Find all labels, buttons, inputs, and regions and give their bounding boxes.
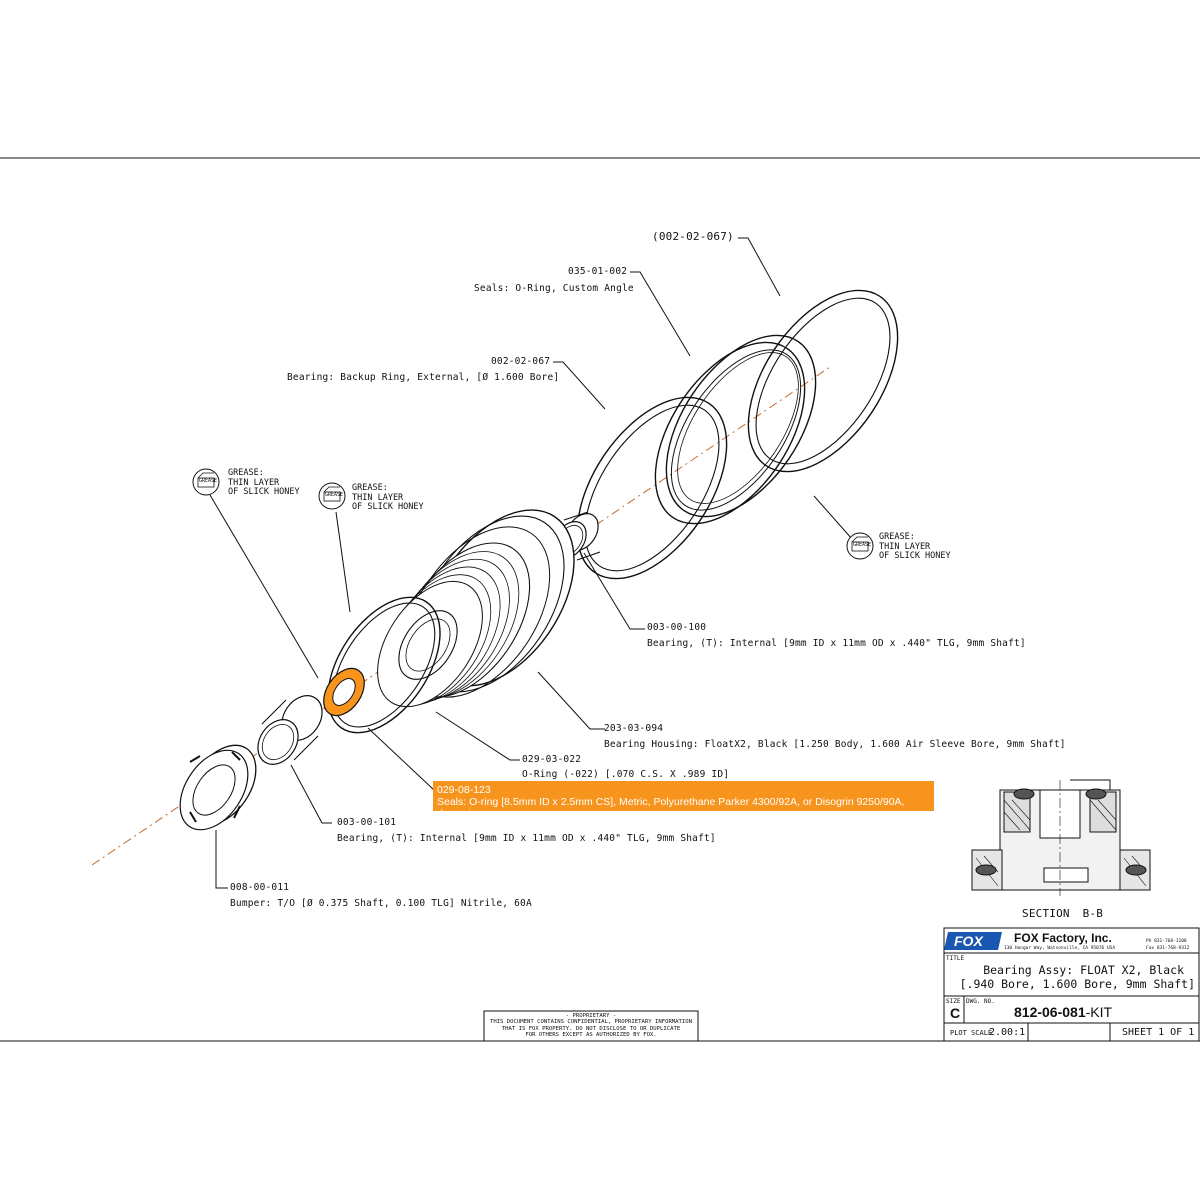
proprietary-line2: THAT IS FOX PROPERTY. DO NOT DISCLOSE TO…	[501, 1025, 681, 1032]
grease-line2: THIN LAYER	[352, 492, 404, 503]
proprietary-title: - PROPRIETARY -	[565, 1013, 617, 1019]
company-address: 130 Hangar Way, Watsonville, CA 95076 US…	[1004, 946, 1116, 951]
section-label: SECTION B-B	[1022, 907, 1104, 920]
drawing-title-line2: [.940 Bore, 1.600 Bore, 9mm Shaft]	[959, 977, 1195, 991]
grease-note-left: GREASE: THIN LAYER OF SLICK HONEY	[228, 468, 300, 498]
label-002-02-067-top: (002-02-067)	[652, 230, 734, 243]
label-035-01-002-num: 035-01-002	[568, 266, 628, 277]
grease-note-right: GREASE: THIN LAYER OF SLICK HONEY	[879, 532, 951, 562]
bearing-bushing-lower	[257, 695, 323, 765]
company-phone: Ph 831-768-1100	[1146, 939, 1187, 944]
dwg-number: 812-06-081-KIT	[1014, 1004, 1112, 1020]
plot-scale-label: PLOT SCALE	[950, 1029, 993, 1037]
oring-022	[327, 596, 441, 734]
label-008-00-011-desc: Bumper: T/O [Ø 0.375 Shaft, 0.100 TLG] N…	[230, 898, 532, 909]
grease-icon-label-mid: GREASE	[325, 492, 344, 498]
plot-scale-value: 2.00:1	[989, 1027, 1026, 1038]
label-035-01-002-desc: Seals: O-Ring, Custom Angle	[474, 283, 634, 294]
grease-icon-label-right: GREASE	[853, 542, 872, 548]
bearing-housing	[377, 509, 575, 708]
company-name: FOX Factory, Inc.	[1014, 931, 1112, 945]
title-label: TITLE	[946, 955, 965, 962]
highlight-callout: 029-08-123 Seals: O-ring [8.5mm ID x 2.5…	[433, 781, 934, 820]
grease-line2: THIN LAYER	[228, 477, 280, 488]
label-203-03-094-num: 203-03-094	[604, 723, 664, 734]
label-003-00-100-num: 003-00-100	[647, 622, 707, 633]
size-value: C	[950, 1005, 961, 1021]
highlighted-oring-123	[323, 667, 365, 717]
proprietary-line1: THIS DOCUMENT CONTAINS CONFIDENTIAL, PRO…	[489, 1019, 693, 1026]
label-003-00-100-desc: Bearing, (T): Internal [9mm ID x 11mm OD…	[647, 638, 1026, 649]
grease-line2: THIN LAYER	[879, 541, 931, 552]
bumper-nut	[179, 744, 257, 831]
custom-angle-oring	[654, 334, 817, 525]
proprietary-line3: FOR OTHERS EXCEPT AS AUTHORIZED BY FOX.	[525, 1031, 657, 1038]
title-block-frame	[943, 927, 1200, 1042]
label-002-02-067-num: 002-02-067	[491, 356, 551, 367]
size-label: SIZE	[946, 998, 961, 1005]
grease-icon-label-left: GREASE	[199, 478, 218, 484]
label-008-00-011-num: 008-00-011	[230, 882, 290, 893]
backup-ring-left	[576, 396, 728, 580]
grease-line1: GREASE:	[879, 532, 915, 542]
label-002-02-067-desc: Bearing: Backup Ring, External, [Ø 1.600…	[287, 372, 560, 383]
company-fax: Fax 831-768-9312	[1146, 946, 1190, 951]
proprietary-notice: - PROPRIETARY - THIS DOCUMENT CONTAINS C…	[486, 1013, 696, 1038]
grease-line3: OF SLICK HONEY	[879, 551, 951, 561]
sheet-number: SHEET 1 OF 1	[1122, 1027, 1195, 1038]
dwg-number-suffix: -KIT	[1085, 1004, 1113, 1020]
fox-logo-text: FOX	[954, 933, 983, 949]
label-029-03-022-desc: O-Ring (-022) [.070 C.S. X .989 ID]	[522, 769, 730, 780]
grease-line1: GREASE:	[228, 468, 264, 478]
label-003-00-101-desc: Bearing, (T): Internal [9mm ID x 11mm OD…	[337, 833, 716, 844]
dwg-number-main: 812-06-081	[1014, 1004, 1086, 1020]
grease-line1: GREASE:	[352, 483, 388, 493]
section-bb-view	[971, 779, 1151, 896]
dwg-label: DWG. NO.	[966, 998, 995, 1005]
grease-line3: OF SLICK HONEY	[352, 502, 424, 512]
grease-note-mid: GREASE: THIN LAYER OF SLICK HONEY	[352, 483, 424, 513]
label-203-03-094-desc: Bearing Housing: FloatX2, Black [1.250 B…	[604, 739, 1066, 750]
fox-logo	[944, 932, 1002, 950]
highlight-part-number: 029-08-123	[437, 784, 491, 796]
highlight-description: Seals: O-ring [8.5mm ID x 2.5mm CS], Met…	[437, 796, 905, 820]
proprietary-box-frame	[483, 1010, 699, 1042]
grease-line3: OF SLICK HONEY	[228, 487, 300, 497]
drawing-title-line1: Bearing Assy: FLOAT X2, Black	[983, 963, 1184, 977]
label-003-00-101-num: 003-00-101	[337, 817, 397, 828]
label-029-03-022-num: 029-03-022	[522, 754, 582, 765]
backup-ring-right	[747, 289, 899, 473]
